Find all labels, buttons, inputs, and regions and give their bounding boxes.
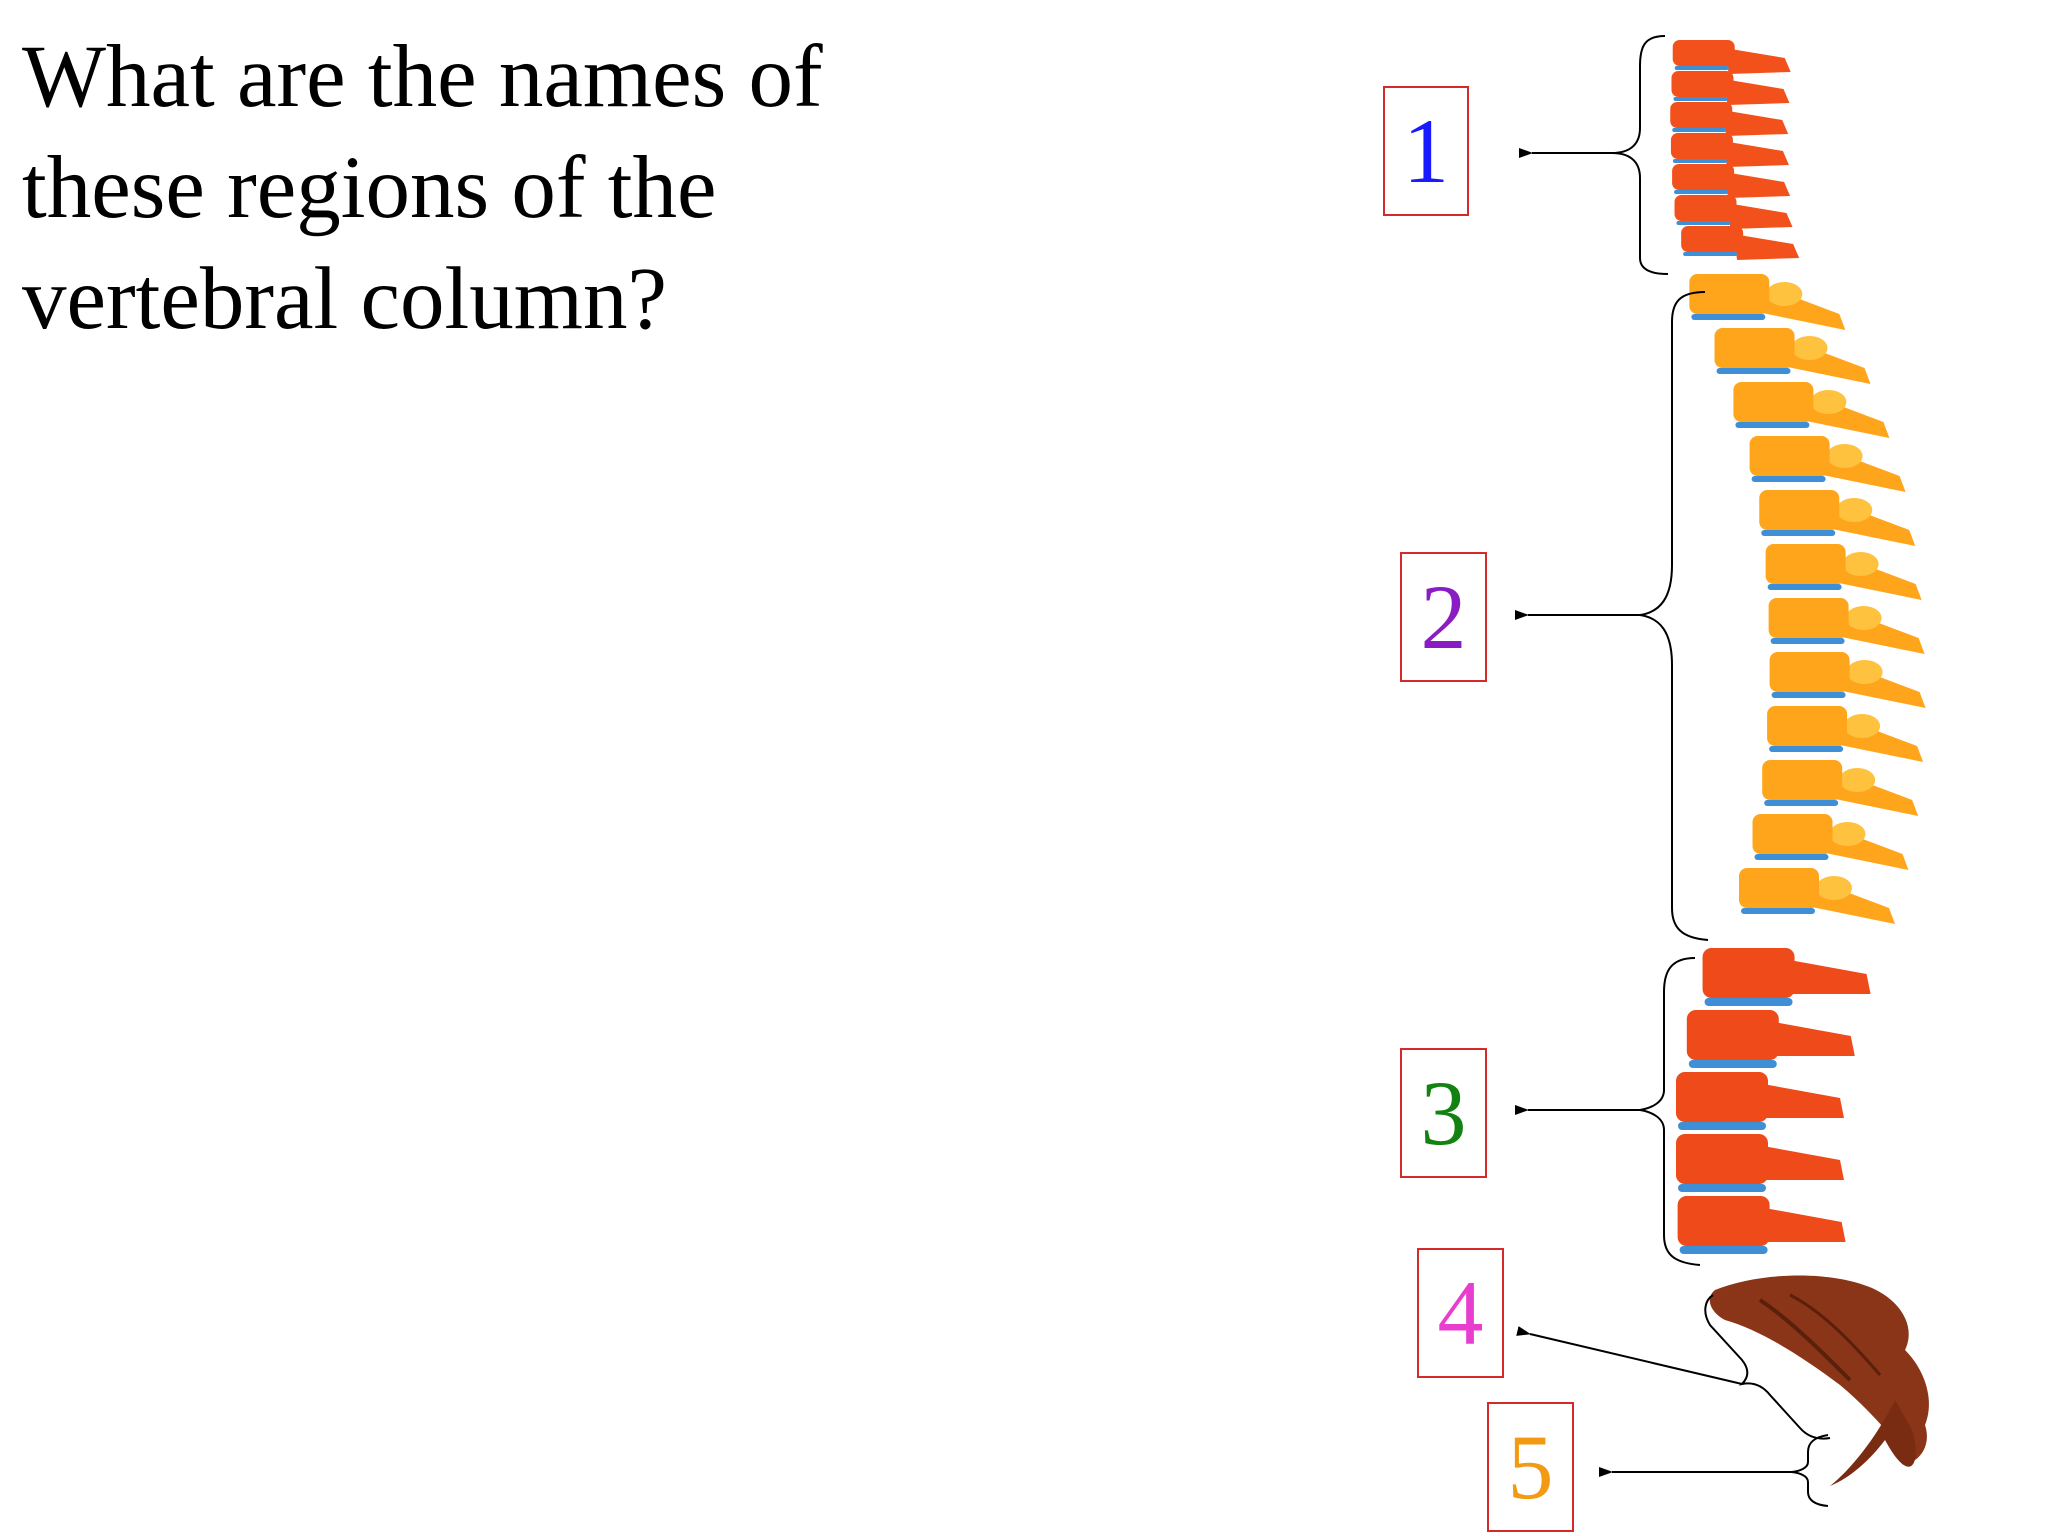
intervertebral-disc <box>1678 1122 1766 1130</box>
cervical-spinous-process <box>1726 203 1793 229</box>
lumbar-vertebra <box>1686 1010 1779 1060</box>
question-line-2: these regions of the <box>22 139 717 237</box>
intervertebral-disc <box>1771 692 1846 698</box>
thoracic-transverse-process <box>1836 498 1873 522</box>
thoracic-vertebra <box>1733 382 1814 422</box>
intervertebral-disc <box>1672 159 1727 163</box>
question-line-3: vertebral column? <box>22 250 667 348</box>
question-text: What are the names of these regions of t… <box>22 22 922 355</box>
cervical-vertebra <box>1672 40 1735 66</box>
intervertebral-disc <box>1691 314 1766 320</box>
thoracic-transverse-process <box>1829 822 1866 846</box>
label-box-4: 4 <box>1417 1248 1504 1378</box>
lumbar-spinous-process <box>1762 1020 1855 1056</box>
thoracic-vertebra <box>1752 814 1833 854</box>
intervertebral-disc <box>1676 221 1731 225</box>
lumbar-vertebra <box>1676 1072 1768 1122</box>
brace-1 <box>1611 35 1669 275</box>
label-number-3: 3 <box>1420 1062 1467 1164</box>
brace-2 <box>1639 291 1709 941</box>
intervertebral-disc <box>1769 746 1844 752</box>
annotations <box>1515 35 1831 1507</box>
intervertebral-disc <box>1751 476 1826 482</box>
cervical-vertebra <box>1671 71 1734 97</box>
lumbar-vertebra <box>1702 948 1795 998</box>
thoracic-vertebra <box>1768 598 1849 638</box>
thoracic-transverse-process <box>1826 444 1863 468</box>
label-box-2: 2 <box>1400 552 1487 682</box>
cervical-spinous-process <box>1722 141 1789 167</box>
intervertebral-disc <box>1716 368 1791 374</box>
intervertebral-disc <box>1735 422 1810 428</box>
intervertebral-disc <box>1678 1184 1766 1192</box>
lumbar-spinous-process <box>1752 1082 1844 1118</box>
intervertebral-disc <box>1674 190 1729 194</box>
intervertebral-disc <box>1683 252 1738 256</box>
thoracic-vertebra <box>1689 274 1770 314</box>
cervical-spinous-process <box>1724 172 1791 198</box>
thoracic-vertebra <box>1714 328 1795 368</box>
label-box-1: 1 <box>1383 86 1469 216</box>
vertebral-bodies <box>1670 40 1850 1254</box>
thoracic-transverse-process <box>1766 282 1803 306</box>
intervertebral-disc <box>1770 638 1845 644</box>
spinous-processes <box>1722 48 1926 1242</box>
cervical-spinous-process <box>1733 234 1800 260</box>
thoracic-transverse-process <box>1791 336 1828 360</box>
cervical-vertebra <box>1670 102 1733 128</box>
thoracic-transverse-process <box>1844 714 1881 738</box>
intervertebral-disc <box>1672 128 1727 132</box>
thoracic-vertebra <box>1767 706 1848 746</box>
intervertebral-disc <box>1674 66 1729 70</box>
thoracic-vertebra <box>1765 544 1846 584</box>
label-number-2: 2 <box>1420 566 1467 668</box>
label-number-1: 1 <box>1403 100 1449 202</box>
intervertebral-disc <box>1704 998 1793 1006</box>
cervical-vertebra <box>1672 164 1735 190</box>
thoracic-transverse-process <box>1816 876 1852 900</box>
brace-5 <box>1791 1434 1829 1507</box>
label-box-3: 3 <box>1400 1048 1487 1178</box>
lumbar-spinous-process <box>1753 1206 1846 1242</box>
intervertebral-disc <box>1679 1246 1768 1254</box>
spine-illustration <box>1670 40 1929 1486</box>
thoracic-transverse-process <box>1845 606 1882 630</box>
thoracic-vertebra <box>1769 652 1850 692</box>
lumbar-vertebra <box>1676 1134 1768 1184</box>
intervertebral-disc <box>1741 908 1815 914</box>
question-line-1: What are the names of <box>22 28 823 126</box>
intervertebral-disc <box>1761 530 1836 536</box>
cervical-spinous-process <box>1722 110 1789 136</box>
intervertebral-disc <box>1764 800 1839 806</box>
intervertebral-disc <box>1673 97 1728 101</box>
intervertebral-disc <box>1767 584 1842 590</box>
thoracic-vertebra <box>1739 868 1819 908</box>
intervertebral-disc <box>1754 854 1829 860</box>
thoracic-transverse-process <box>1839 768 1876 792</box>
thoracic-transverse-process <box>1810 390 1847 414</box>
label-number-4: 4 <box>1437 1262 1484 1364</box>
coccyx <box>1830 1400 1916 1486</box>
cervical-spinous-process <box>1723 79 1790 105</box>
label-box-5: 5 <box>1487 1402 1574 1532</box>
intervertebral-disc <box>1688 1060 1777 1068</box>
thoracic-vertebra <box>1749 436 1830 476</box>
lumbar-spinous-process <box>1778 958 1871 994</box>
cervical-spinous-process <box>1724 48 1791 74</box>
label-number-5: 5 <box>1507 1416 1554 1518</box>
cervical-vertebra <box>1674 195 1737 221</box>
sacrum-coccyx <box>1709 1275 1929 1486</box>
thoracic-transverse-process <box>1846 660 1883 684</box>
lumbar-spinous-process <box>1752 1144 1844 1180</box>
lumbar-vertebra <box>1677 1196 1770 1246</box>
sacrum <box>1709 1275 1929 1462</box>
thoracic-vertebra <box>1762 760 1843 800</box>
thoracic-vertebra <box>1759 490 1840 530</box>
thoracic-transverse-process <box>1842 552 1879 576</box>
cervical-vertebra <box>1681 226 1744 252</box>
cervical-vertebra <box>1670 133 1733 159</box>
arrow-4 <box>1516 1326 1743 1385</box>
